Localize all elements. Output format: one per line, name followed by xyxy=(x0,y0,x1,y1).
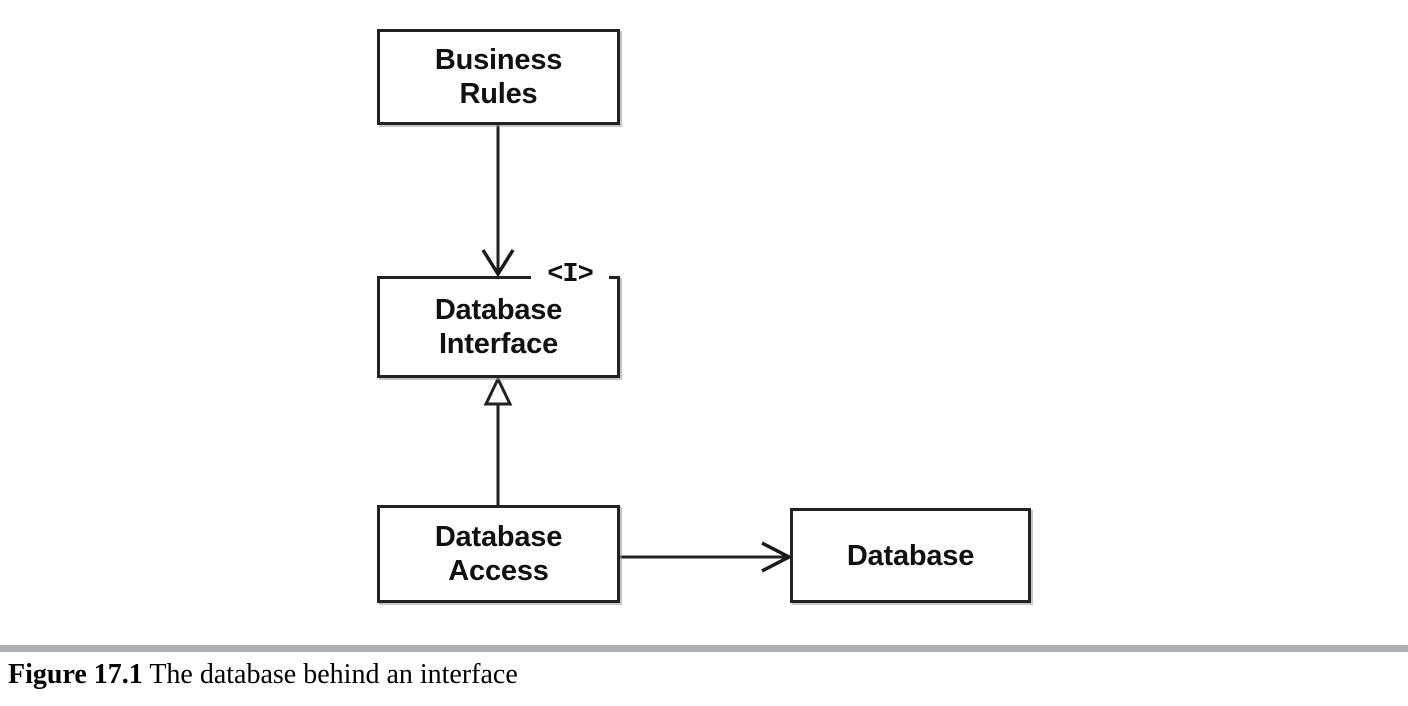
figure-caption-label: Figure 17.1 xyxy=(8,659,143,690)
node-database[interactable]: Database xyxy=(790,508,1031,603)
node-database-access[interactable]: Database Access xyxy=(377,505,620,603)
interface-stereotype-marker: <I> xyxy=(531,259,609,291)
edge-database-access-to-database-interface xyxy=(483,375,513,505)
node-database-access-label: Database Access xyxy=(434,521,563,587)
node-business-rules-label: Business Rules xyxy=(434,44,563,110)
node-database-interface[interactable]: Database Interface xyxy=(377,276,620,378)
figure-caption: Figure 17.1 The database behind an inter… xyxy=(8,657,1398,693)
edge-business-rules-to-database-interface xyxy=(481,125,515,278)
figure-caption-description: The database behind an interface xyxy=(149,659,518,690)
node-database-label: Database xyxy=(846,539,975,572)
node-business-rules[interactable]: Business Rules xyxy=(377,29,620,125)
caption-divider-rule xyxy=(0,645,1408,652)
edge-database-access-to-database xyxy=(620,541,793,573)
connector-layer xyxy=(481,125,793,573)
diagram-canvas: Business Rules Database Interface <I> Da… xyxy=(377,29,1031,603)
node-database-interface-label: Database Interface xyxy=(434,294,563,360)
